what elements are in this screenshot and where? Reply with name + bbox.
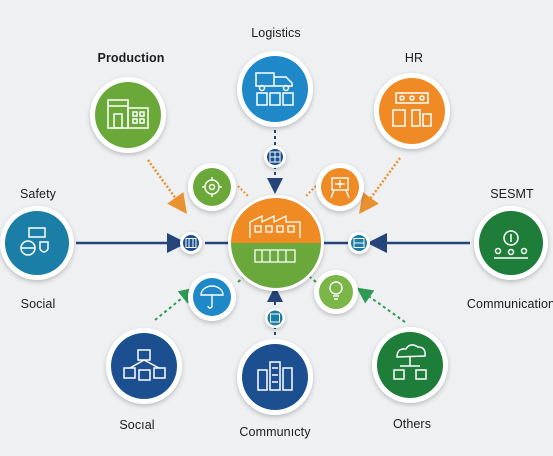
label-social-bottom: Socıal (119, 418, 155, 432)
node-logistics (237, 51, 313, 127)
inner-node-easel (316, 163, 364, 211)
people-documents-icon (392, 92, 432, 127)
node-production (90, 77, 166, 153)
node-safety (0, 206, 74, 280)
buildings-icon (257, 361, 293, 391)
list-badge-icon (265, 308, 285, 328)
connector-production-hub (146, 159, 187, 215)
inner-node-lightbulb (314, 270, 358, 314)
factory-hub-icon (249, 214, 301, 263)
globe-shield-icon (20, 227, 49, 256)
label-others: Others (392, 417, 432, 431)
label-logistics: Logistics (251, 26, 301, 40)
connector-social-hub (154, 287, 196, 321)
inner-node-gear (188, 163, 236, 211)
connector-badges (180, 146, 370, 328)
gear-icon (202, 177, 222, 197)
label-community: Communıcty (239, 425, 311, 439)
node-sesmt (474, 206, 548, 280)
label-safety: Safety (19, 187, 57, 201)
network-icon (123, 349, 166, 381)
factory-icon (107, 99, 149, 129)
node-hr (374, 73, 450, 149)
label-sesmt: SESMT (490, 187, 534, 201)
easel-icon (330, 177, 350, 199)
node-community (237, 339, 313, 415)
node-others (372, 327, 448, 403)
left-link-badge-icon (180, 232, 202, 254)
connector-hr-hub (359, 157, 402, 215)
umbrella-icon (200, 285, 224, 309)
label-hr: HR (404, 51, 424, 65)
connector-others-hub (356, 287, 406, 323)
workers-icon (494, 230, 528, 259)
lightbulb-icon (329, 281, 343, 300)
label-social-left: Social (20, 297, 56, 311)
central-hub (228, 195, 324, 291)
node-social (106, 328, 182, 404)
delivery-truck-icon (255, 72, 294, 106)
cloud-network-icon (393, 344, 427, 380)
label-production: Production (97, 51, 165, 65)
label-communication: Communication (466, 297, 553, 311)
inner-node-umbrella (188, 273, 236, 321)
right-link-badge-icon (348, 232, 370, 254)
grid-badge-icon (264, 146, 286, 168)
